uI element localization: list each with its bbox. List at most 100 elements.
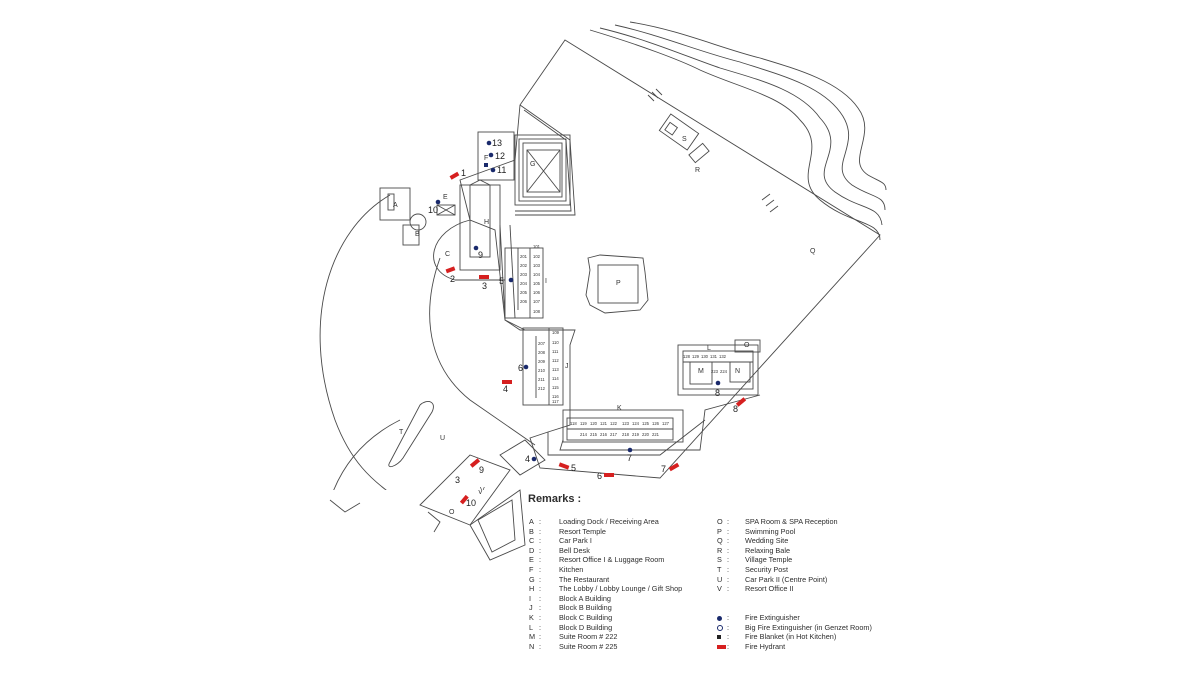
suite-N (729, 361, 751, 383)
area-label: T (399, 429, 404, 436)
room-label: 108 (533, 309, 541, 314)
fire-hydrant (558, 462, 570, 470)
legend-colon: : (539, 565, 542, 574)
room-label: 101 (533, 244, 541, 249)
fire-extinguisher (435, 199, 441, 205)
extinguisher-number-labels: 13 12 11 10 9 5 6 8 7 4 3 2 1 (428, 138, 720, 485)
hydrant-number: 2 (450, 274, 455, 284)
area-label: S (682, 136, 687, 143)
room-label: 208 (538, 350, 546, 355)
room-label: 130 (701, 354, 709, 359)
room-label: 220 (642, 432, 650, 437)
legend-code: L (529, 622, 534, 632)
fire-hydrant (459, 494, 469, 505)
area-label: V (480, 487, 485, 490)
legend-label: Relaxing Bale (745, 545, 791, 555)
room-label: 104 (533, 272, 541, 277)
legend-item: R:Relaxing Bale (717, 546, 790, 556)
legend-code: G (529, 574, 535, 584)
block-B (522, 327, 564, 406)
legend-label: Car Park II (Centre Point) (745, 574, 828, 584)
suite-M (689, 361, 713, 385)
ring-symbol-icon (717, 623, 727, 633)
legend-code: K (529, 613, 534, 622)
legend-item: N: Suite Room # 225 (529, 642, 617, 652)
kitchen-F (477, 131, 515, 181)
car-park-U (319, 194, 391, 490)
legend-item: C: Car Park I (529, 536, 592, 546)
hydrant-number-labels: 1 2 3 4 5 6 7 8 9 (450, 168, 738, 481)
legend-label: Suite Room # 222 (557, 632, 618, 642)
legend-item: H: The Lobby / Lobby Lounge / Gift Shop (529, 584, 682, 594)
legend-colon: : (539, 622, 542, 632)
room-label: 109 (552, 330, 560, 335)
room-label: 202 (520, 263, 528, 268)
room-label: 209 (538, 359, 546, 364)
fire-extinguisher (486, 140, 492, 146)
dot-symbol-icon (717, 613, 727, 623)
area-label: C (445, 251, 450, 258)
legend-colon: : (539, 574, 542, 584)
legend-colon: : (727, 584, 730, 594)
fire-hydrant (502, 380, 512, 384)
room-label: 124 (632, 421, 640, 426)
legend-code: S (717, 555, 722, 565)
legend-label: Resort Temple (557, 526, 606, 536)
legend-label: The Lobby / Lobby Lounge / Gift Shop (557, 584, 683, 594)
legend-item: P:Swimming Pool (717, 527, 795, 537)
village-temple-S (658, 113, 700, 151)
extinguisher-number: 4 (525, 454, 530, 464)
fire-extinguisher (627, 447, 633, 453)
area-label: E (443, 194, 448, 201)
legend-code: U (717, 574, 723, 584)
area-label: U (440, 435, 445, 442)
room-label: 132 (719, 354, 727, 359)
legend-colon: : (539, 632, 542, 642)
legend-colon: : (727, 574, 730, 584)
bar-symbol-icon (717, 642, 727, 652)
room-label: 113 (552, 367, 559, 372)
legend-item: I: Block A Building (529, 594, 611, 604)
area-label: H (484, 219, 489, 226)
legend-code: M (529, 632, 536, 642)
fire-hydrant (449, 171, 460, 180)
fire-extinguisher (508, 277, 514, 283)
room-label: 105 (533, 281, 541, 286)
legend-colon: : (539, 584, 542, 594)
legend-item: F: Kitchen (529, 565, 583, 575)
room-label: 102 (533, 254, 541, 259)
room-label: 123 (622, 421, 630, 426)
room-label: 216 (600, 432, 608, 437)
room-label: 219 (632, 432, 640, 437)
legend-label: Swimming Pool (745, 526, 796, 536)
legend-label: Big Fire Extinguisher (in Genzet Room) (745, 622, 872, 632)
remarks-title: Remarks : (528, 493, 582, 505)
legend-code: F (529, 565, 534, 574)
area-labels: A B C E F G H I J K L M N O P Q R S T U … (393, 136, 816, 490)
legend-label: Wedding Site (745, 536, 789, 546)
area-label: K (617, 405, 622, 412)
fire-hydrant (604, 473, 614, 477)
hydrant-number: 8 (733, 404, 738, 414)
legend-item: :Big Fire Extinguisher (in Genzet Room) (717, 623, 872, 633)
area-label: N (735, 368, 740, 375)
legend-item: A: Loading Dock / Receiving Area (529, 517, 659, 527)
room-label: 218 (622, 432, 630, 437)
legend-item: V:Resort Office II (717, 584, 794, 594)
room-label: 115 (552, 385, 559, 390)
area-label: V (478, 490, 483, 496)
legend-item: B: Resort Temple (529, 527, 606, 537)
coastline-2 (599, 27, 883, 226)
room-label: 122 (610, 421, 618, 426)
legend-colon: : (539, 603, 542, 613)
legend-colon: : (727, 613, 730, 622)
room-label: 117 (552, 399, 559, 404)
legend-item: J: Block B Building (529, 603, 612, 613)
legend-label: Block D Building (557, 622, 613, 632)
area-label: B (415, 231, 420, 238)
legend-label: SPA Room & SPA Reception (745, 517, 838, 526)
room-label: 120 (590, 421, 598, 426)
room-label: 206 (520, 299, 528, 304)
legend-label: Fire Blanket (in Hot Kitchen) (745, 632, 837, 642)
legend-colon: : (539, 517, 542, 526)
